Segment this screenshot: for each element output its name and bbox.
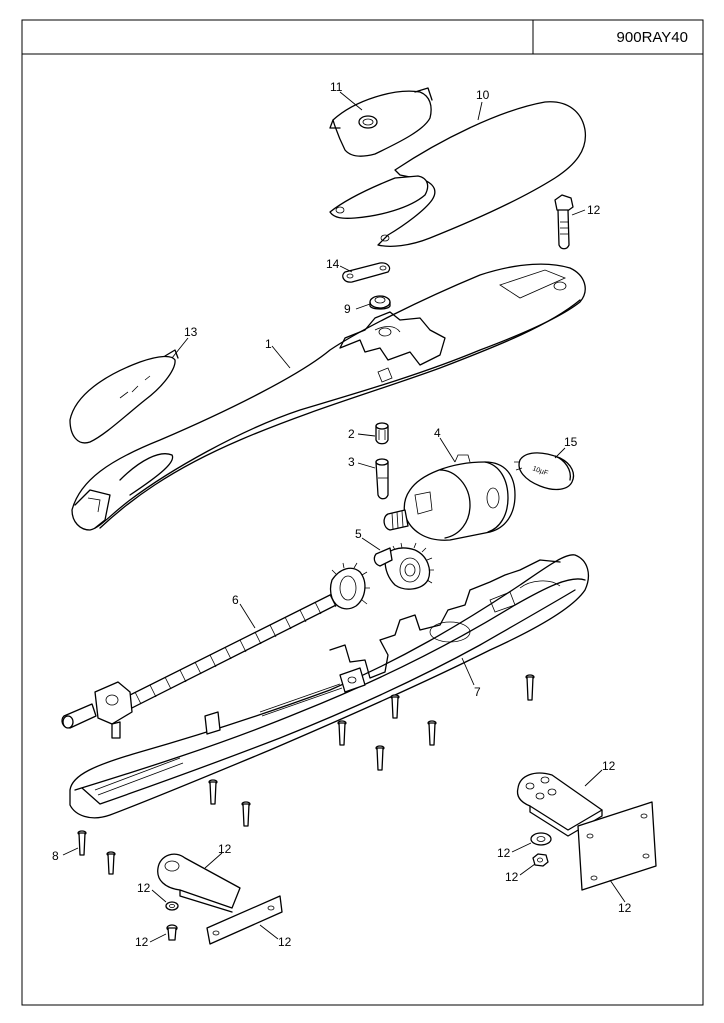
callout-12-washer-right: 12 xyxy=(497,846,511,860)
drawing-code: 900RAY40 xyxy=(617,29,688,46)
callout-13: 13 xyxy=(184,325,198,339)
callout-12-washer-left: 12 xyxy=(137,881,151,895)
screws-group xyxy=(77,674,535,875)
callout-1: 1 xyxy=(265,337,272,351)
callout-12-nut-right: 12 xyxy=(505,870,519,884)
screw xyxy=(525,674,535,701)
callout-2: 2 xyxy=(348,427,355,441)
link-plate-part-14 xyxy=(342,262,391,283)
screw xyxy=(337,720,347,746)
motor-part-4 xyxy=(383,454,516,541)
screw xyxy=(375,745,385,771)
end-cap-part-13 xyxy=(69,349,179,444)
worm-screw-part-6 xyxy=(61,562,370,739)
bolt-left-part-12 xyxy=(166,924,178,941)
plate-right-part-12 xyxy=(577,801,657,891)
cover-plate-part-11 xyxy=(329,87,433,157)
callout-7: 7 xyxy=(474,685,481,699)
callout-12-bracket-right: 12 xyxy=(602,759,616,773)
callout-12: 12 xyxy=(587,203,601,217)
callout-14: 14 xyxy=(326,257,340,271)
lower-housing-part-7 xyxy=(69,554,589,819)
callout-6: 6 xyxy=(232,593,239,607)
washer-left-part-12 xyxy=(165,901,179,911)
callout-8: 8 xyxy=(52,849,59,863)
nut-right-part-12 xyxy=(532,853,549,867)
bushing-part-2 xyxy=(375,422,389,445)
callout-5: 5 xyxy=(355,527,362,541)
plate-left-part-12 xyxy=(206,895,283,945)
bolt-part-12-top xyxy=(554,194,574,250)
callout-15: 15 xyxy=(564,435,578,449)
cover-part-10 xyxy=(329,101,587,247)
bracket-right-part-12 xyxy=(516,772,603,837)
shaft-part-3 xyxy=(375,458,389,500)
callout-12-plate-right: 12 xyxy=(618,901,632,915)
callout-12-bolt-left: 12 xyxy=(135,935,149,949)
drawing-frame xyxy=(21,19,704,1006)
callouts: 11 10 12 14 9 13 1 2 3 4 15 5 6 7 8 12 1… xyxy=(52,80,632,949)
screw-part-8 xyxy=(77,830,87,856)
callout-12-bracket-left: 12 xyxy=(218,842,232,856)
callout-3: 3 xyxy=(348,455,355,469)
ring-part-9 xyxy=(369,295,391,310)
upper-housing-part-1 xyxy=(71,263,586,531)
gear-part-5 xyxy=(373,542,434,590)
screw xyxy=(241,801,251,827)
bracket-left-part-12 xyxy=(157,853,241,913)
callout-12-plate-left: 12 xyxy=(278,935,292,949)
screw xyxy=(390,694,400,719)
capacitor-part-15: 10µF xyxy=(514,452,575,491)
washer-right-part-12 xyxy=(530,832,552,846)
callout-4: 4 xyxy=(434,426,441,440)
leader-lines xyxy=(62,91,626,943)
callout-10: 10 xyxy=(476,88,490,102)
screw xyxy=(208,779,218,805)
screw xyxy=(427,720,437,746)
callout-9: 9 xyxy=(344,302,351,316)
screw xyxy=(106,851,116,875)
callout-11: 11 xyxy=(330,80,343,94)
